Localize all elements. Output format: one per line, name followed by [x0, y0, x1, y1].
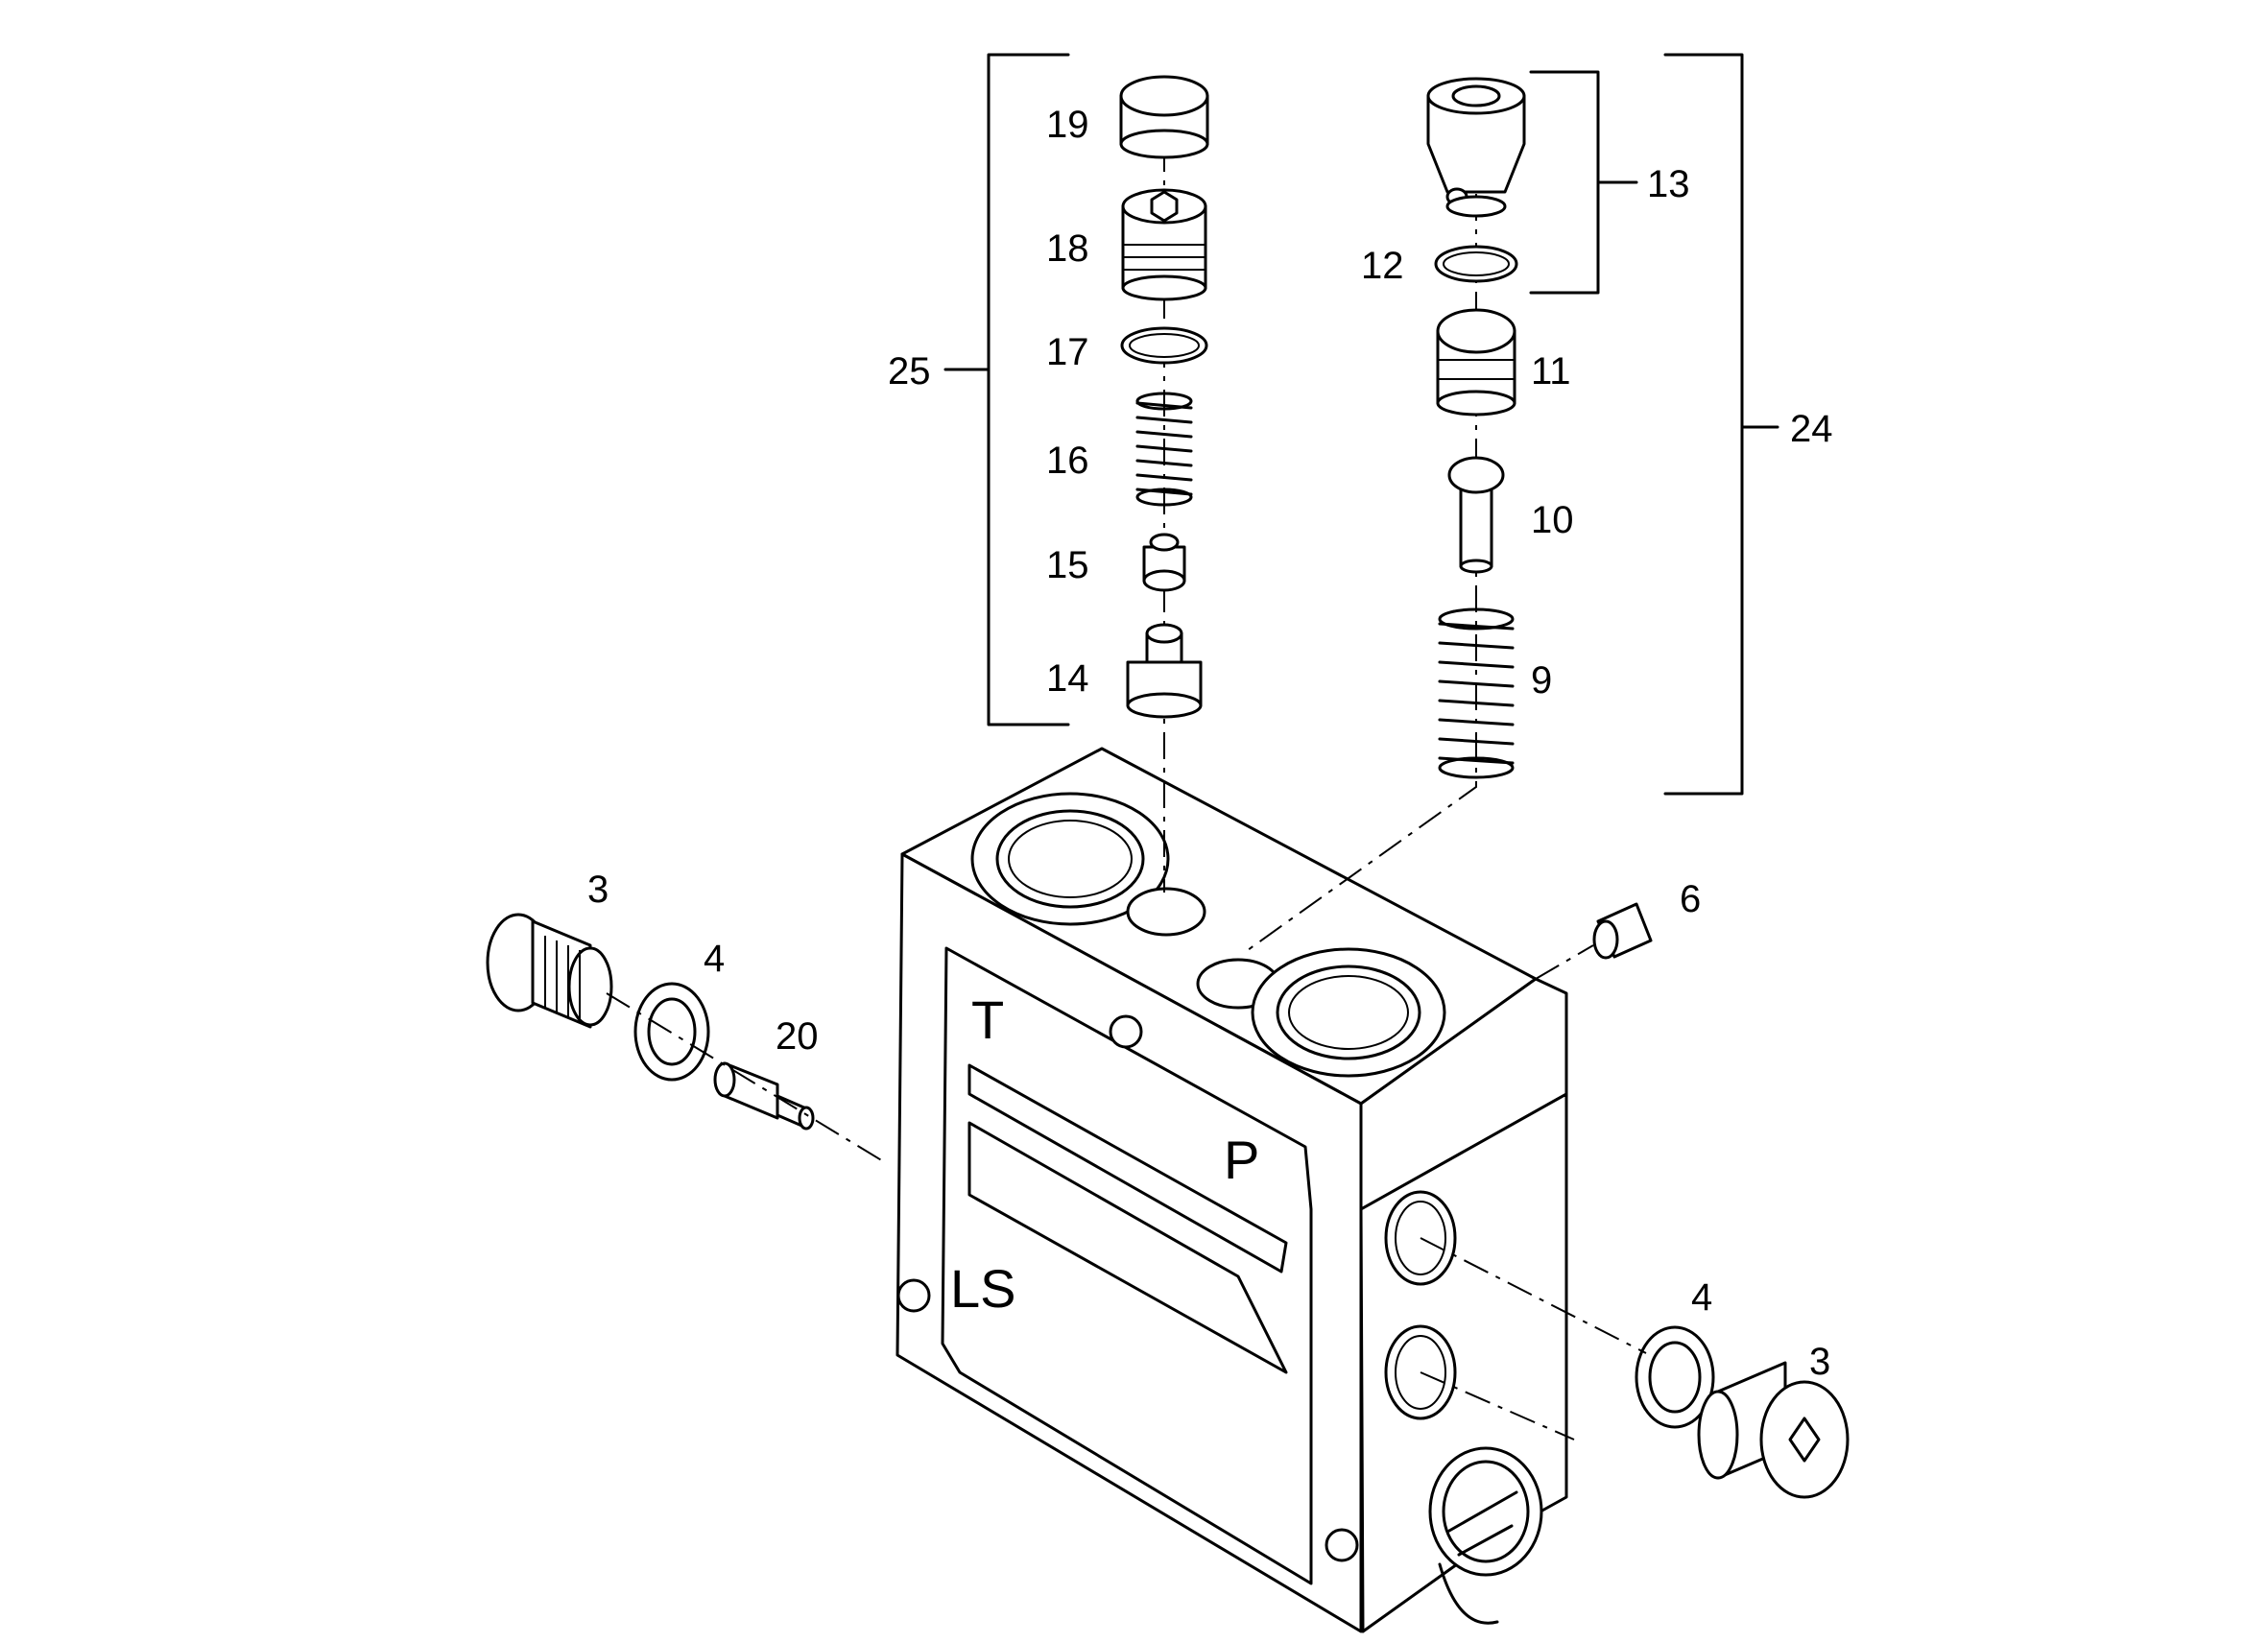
- plug-left-part-3: [486, 913, 613, 1029]
- callout-18: 18: [1046, 227, 1089, 270]
- plug-pin-part-20: [713, 1061, 815, 1131]
- valve-body: [895, 747, 1568, 1633]
- callout-11: 11: [1531, 350, 1571, 393]
- o-ring-part-12: [1434, 245, 1518, 283]
- load-sensing-mark: LS: [950, 1258, 1016, 1319]
- spring-part-16: [1135, 392, 1193, 507]
- adjusting-plug-part-18: [1121, 188, 1207, 301]
- callout-15: 15: [1046, 544, 1089, 586]
- callout-4-right: 4: [1691, 1276, 1712, 1319]
- callout-25: 25: [888, 350, 931, 393]
- seal-ring-left-part-4: [633, 982, 710, 1082]
- callout-12: 12: [1361, 245, 1404, 287]
- callout-6: 6: [1680, 878, 1701, 920]
- callout-24: 24: [1790, 408, 1833, 450]
- tank-port-mark: T: [971, 989, 1004, 1050]
- seal-ring-right-part-4: [1635, 1325, 1715, 1429]
- spring-part-9: [1438, 607, 1515, 779]
- axis-line-right-stack: [1247, 96, 1477, 951]
- seat-part-14: [1126, 623, 1203, 719]
- poppet-part-15: [1142, 533, 1186, 592]
- callout-19: 19: [1046, 104, 1089, 146]
- callout-14: 14: [1046, 657, 1089, 700]
- callout-9: 9: [1531, 659, 1552, 702]
- plug-part-13: [1426, 77, 1526, 218]
- cap-part-19: [1119, 75, 1209, 159]
- bracket-13: [1529, 70, 1600, 295]
- callout-3-right: 3: [1809, 1341, 1830, 1383]
- poppet-pin-part-10: [1447, 456, 1505, 574]
- callout-13: 13: [1647, 163, 1690, 205]
- callout-4-left: 4: [704, 938, 725, 980]
- callout-3-left: 3: [587, 869, 609, 911]
- axis-line-right-upper: [1420, 1237, 1647, 1354]
- valve-guide-part-11: [1436, 308, 1516, 417]
- o-ring-part-17: [1120, 326, 1208, 365]
- callout-10: 10: [1531, 499, 1574, 541]
- callout-16: 16: [1046, 440, 1089, 482]
- callout-20: 20: [776, 1015, 819, 1058]
- callout-17: 17: [1046, 331, 1089, 373]
- bracket-25: [987, 53, 1070, 726]
- pressure-port-mark: P: [1224, 1130, 1259, 1190]
- bracket-24: [1663, 53, 1744, 796]
- plug-right-part-3: [1697, 1361, 1850, 1499]
- axis-line-left: [606, 992, 884, 1162]
- axis-line-screw: [1535, 944, 1594, 980]
- set-screw-part-6: [1592, 902, 1653, 960]
